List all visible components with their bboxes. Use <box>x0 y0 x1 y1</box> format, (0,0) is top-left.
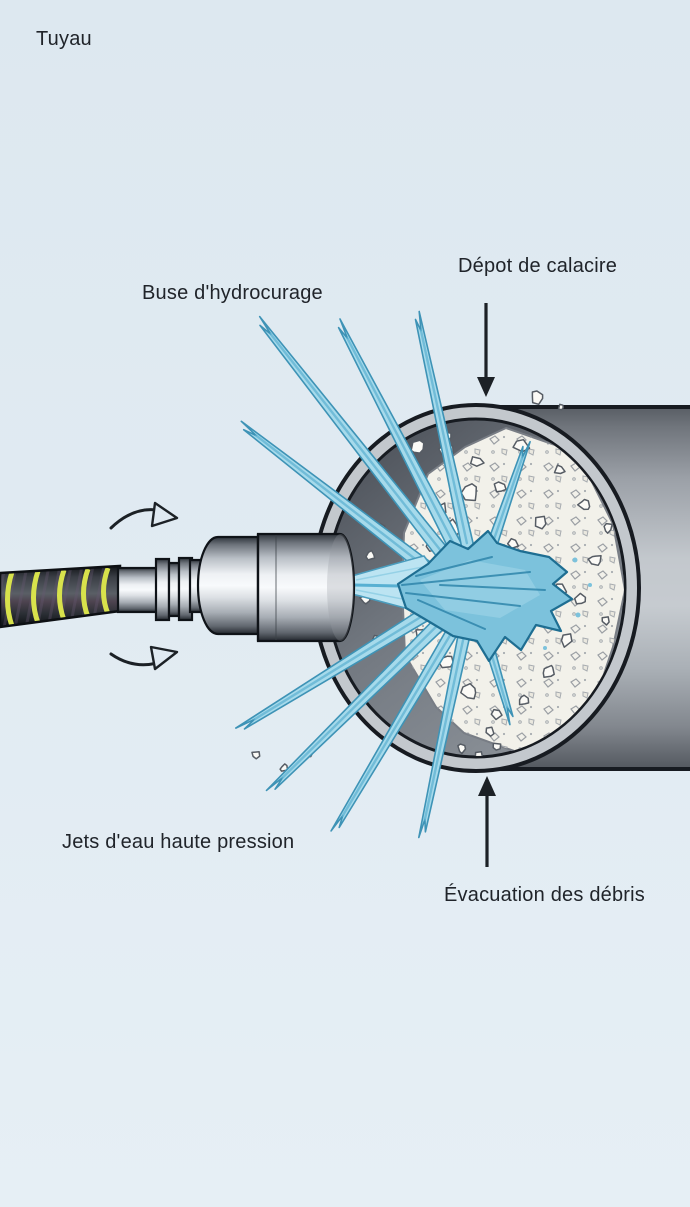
water-jets <box>235 310 531 839</box>
hose-stripes <box>5 567 111 627</box>
evacuation-arrow <box>478 776 496 867</box>
debris-chunk <box>490 708 503 721</box>
label-water-jets: Jets d'eau haute pression <box>62 831 295 853</box>
nozzle-mid-cylinder <box>196 535 260 636</box>
debris-chunk <box>251 751 261 760</box>
nozzle-collar-1 <box>154 557 171 622</box>
rotation-arrow-bottom <box>109 645 179 671</box>
rotation-arrow-top <box>109 501 179 530</box>
nozzle-shaft <box>116 566 160 614</box>
debris-chunk <box>460 483 478 502</box>
nozzle-collar-gap <box>167 561 181 618</box>
nozzle-face <box>327 534 354 641</box>
nozzle <box>116 532 356 643</box>
label-pipe: Tuyau <box>36 28 92 50</box>
debris-chunk <box>410 439 425 454</box>
debris-chunk <box>557 403 565 411</box>
debris-chunk <box>512 438 531 453</box>
hose <box>0 564 122 629</box>
debris-chunk <box>469 456 485 467</box>
debris-chunk <box>485 726 495 737</box>
label-deposit: Dépot de calacire <box>458 255 618 277</box>
debris-chunk <box>493 481 507 493</box>
debris-chunk <box>457 743 467 755</box>
debris-chunk <box>534 515 547 530</box>
splash-blob <box>396 529 574 663</box>
label-evacuation: Évacuation des débris <box>444 884 645 906</box>
deposit-arrow <box>477 303 495 397</box>
nozzle-head <box>256 532 356 643</box>
label-nozzle: Buse d'hydrocurage <box>142 282 323 304</box>
debris-chunk <box>365 549 376 561</box>
debris-chunk <box>587 555 602 567</box>
debris-chunk <box>542 664 555 679</box>
debris-chunk <box>460 682 477 700</box>
debris-chunk <box>474 750 484 756</box>
debris-chunk <box>573 592 587 605</box>
spray-impact <box>348 529 592 663</box>
debris-chunk <box>531 390 544 406</box>
debris-chunk <box>603 522 613 534</box>
debris-chunk <box>553 464 566 475</box>
debris-chunk <box>576 498 591 511</box>
debris-chunk <box>492 742 502 751</box>
debris-chunk <box>560 633 573 648</box>
debris-chunk <box>601 616 610 626</box>
debris-chunk <box>518 694 530 706</box>
